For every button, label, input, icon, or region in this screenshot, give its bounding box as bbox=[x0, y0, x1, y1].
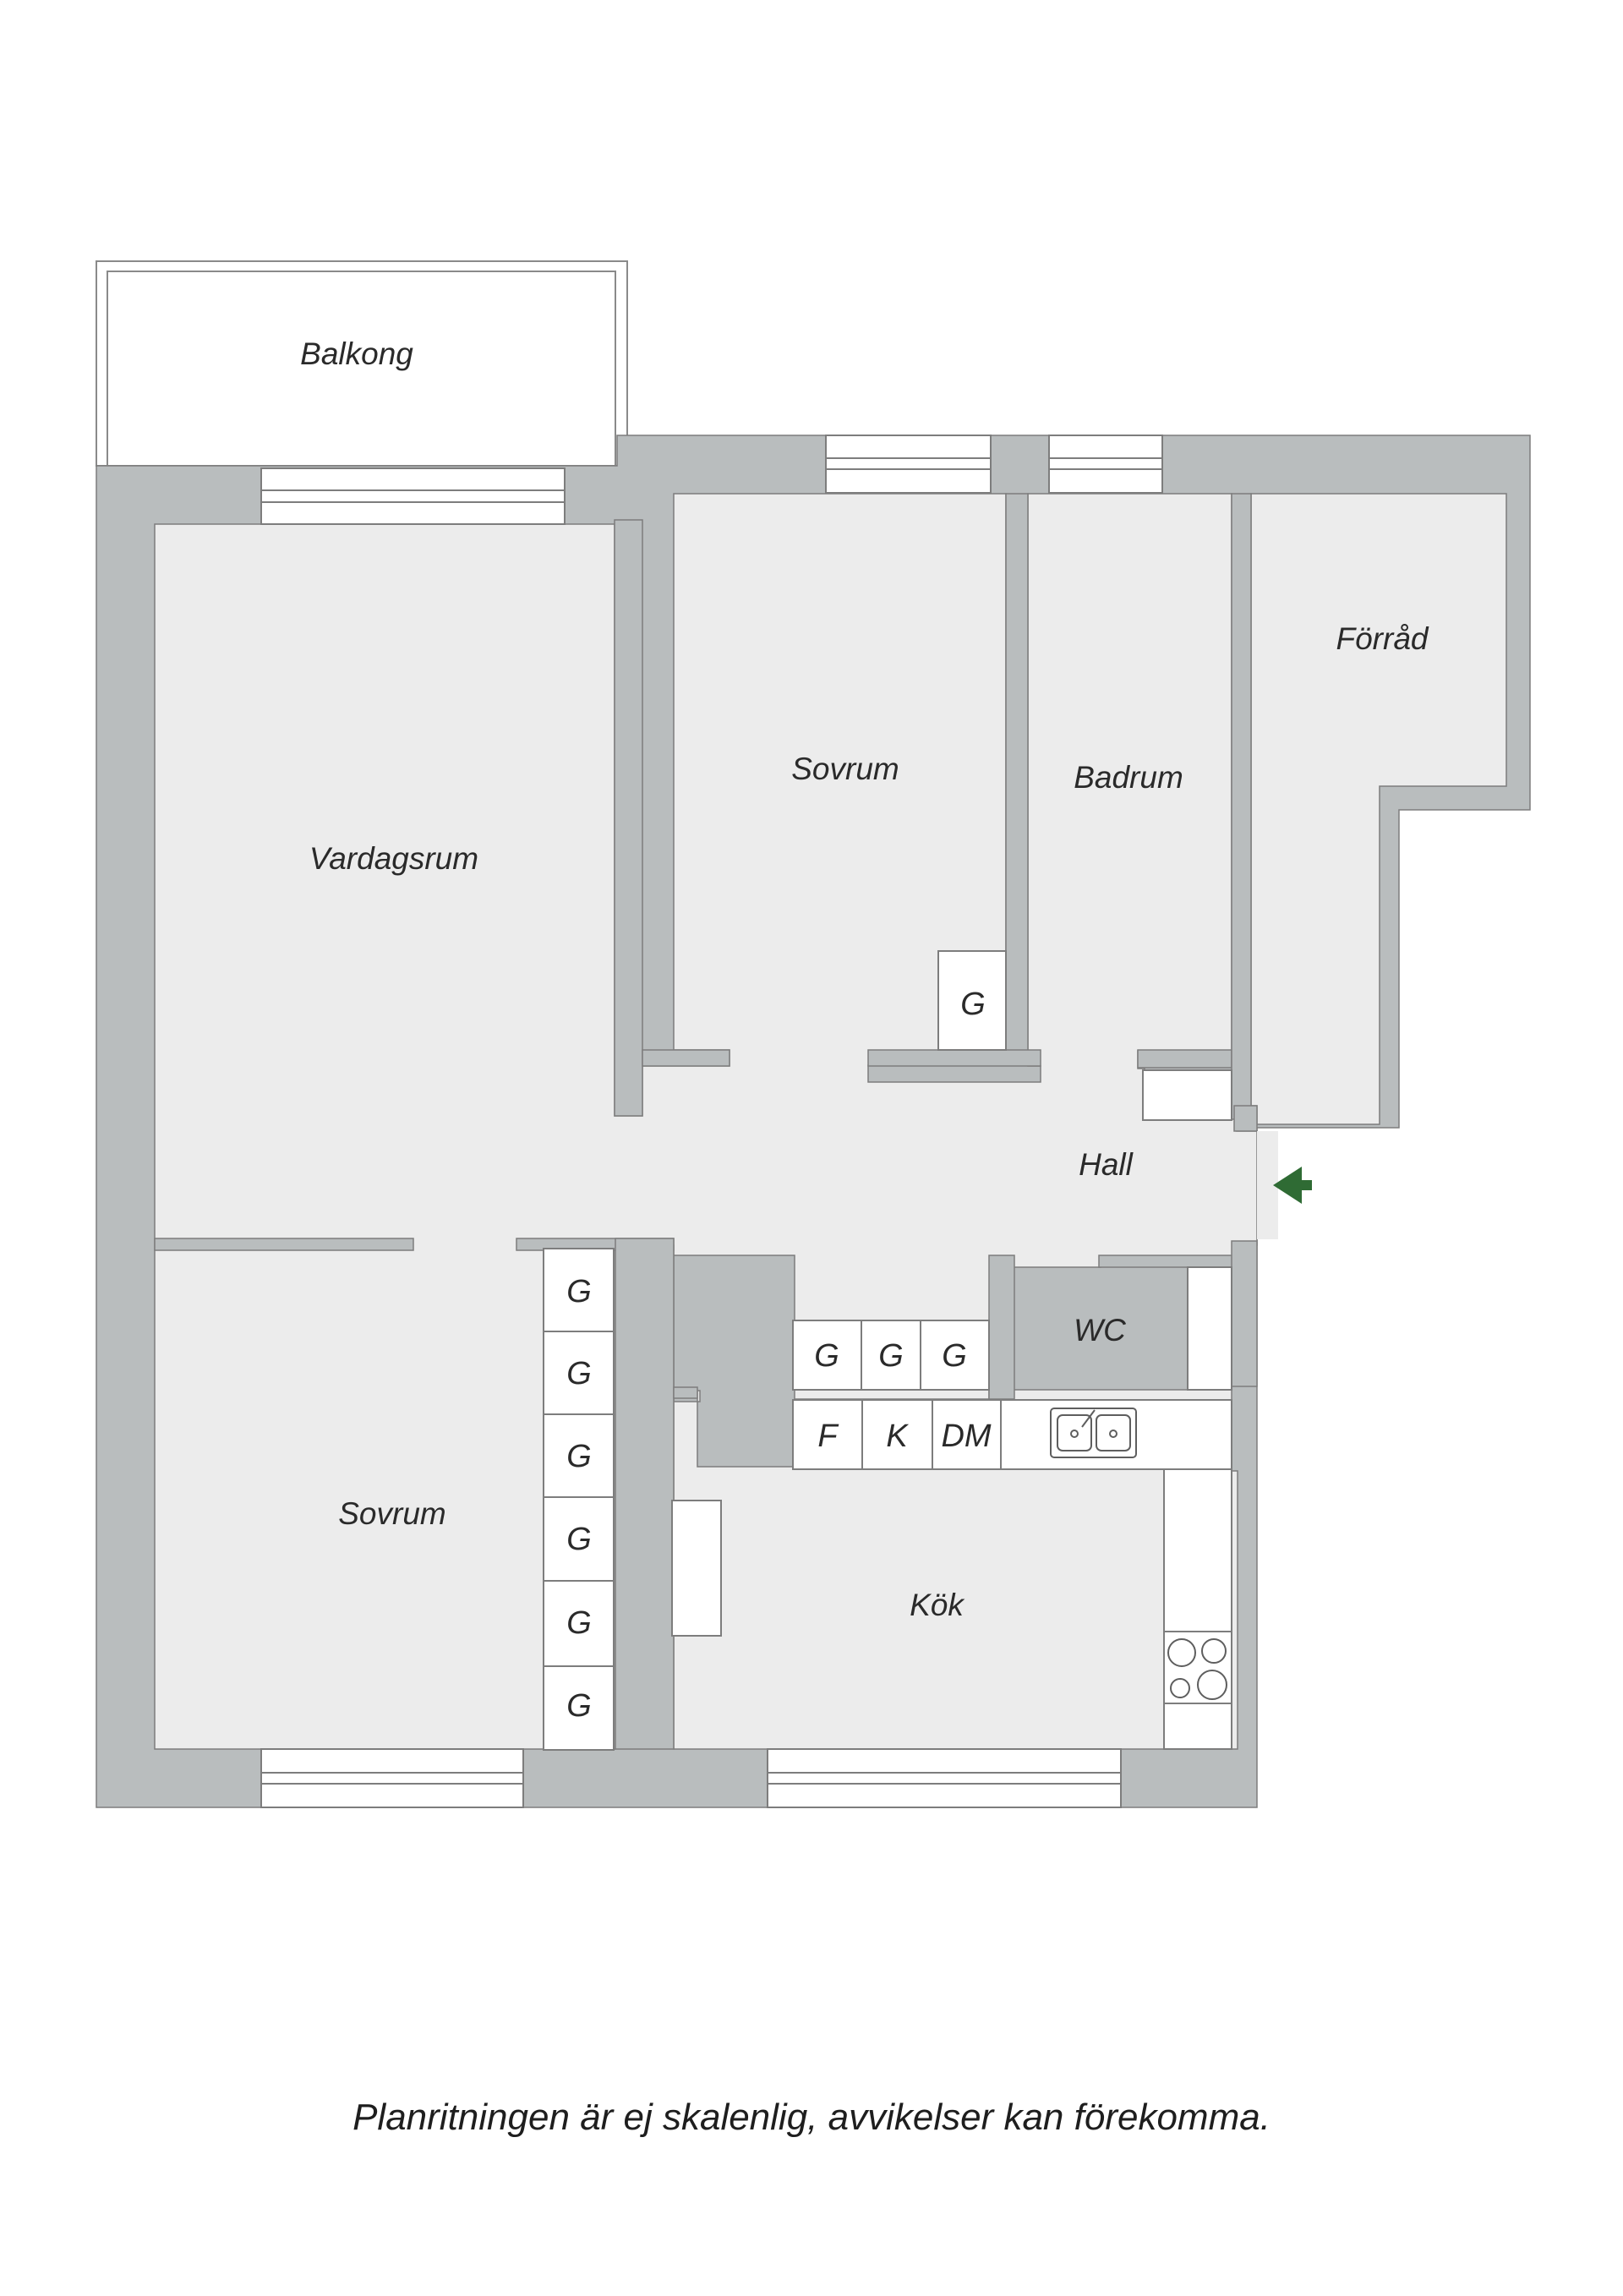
window bbox=[260, 1748, 524, 1808]
freezer-label: K bbox=[886, 1419, 909, 1454]
floors bbox=[154, 493, 1507, 1750]
sink-icon bbox=[1050, 1408, 1137, 1458]
interior-walls bbox=[154, 493, 1258, 1750]
disclaimer-text: Planritningen är ej skalenlig, avvikelse… bbox=[352, 2096, 1271, 2138]
label-kok: Kök bbox=[910, 1588, 965, 1622]
closet-label: G bbox=[566, 1356, 592, 1391]
label-hall: Hall bbox=[1079, 1147, 1134, 1182]
window bbox=[825, 435, 992, 494]
fixtures bbox=[543, 950, 1232, 1751]
fridge-label: F bbox=[817, 1419, 839, 1454]
entrance-arrow-icon bbox=[1273, 1167, 1312, 1204]
dishwasher-label: DM bbox=[941, 1419, 991, 1454]
window bbox=[767, 1748, 1122, 1808]
label-badrum: Badrum bbox=[1074, 760, 1183, 795]
closet-label: G bbox=[566, 1522, 592, 1557]
windows bbox=[260, 435, 1163, 1808]
label-forrad: Förråd bbox=[1336, 621, 1429, 656]
stove-icon bbox=[1167, 1638, 1227, 1700]
label-sovrum-bottom: Sovrum bbox=[338, 1496, 445, 1531]
balcony bbox=[96, 260, 628, 467]
closet-label: G bbox=[566, 1274, 592, 1309]
closet-label: G bbox=[878, 1338, 904, 1374]
window bbox=[1048, 435, 1163, 494]
label-balkong: Balkong bbox=[300, 336, 413, 371]
label-vardagsrum: Vardagsrum bbox=[309, 841, 478, 876]
closet-label: G bbox=[960, 987, 986, 1022]
label-wc: WC bbox=[1074, 1313, 1126, 1348]
closet-label: G bbox=[566, 1439, 592, 1474]
closet-label: G bbox=[942, 1338, 967, 1374]
label-sovrum-top: Sovrum bbox=[791, 752, 899, 786]
window bbox=[260, 467, 566, 525]
closet-label: G bbox=[566, 1605, 592, 1641]
closet-label: G bbox=[814, 1338, 839, 1374]
closet-label: G bbox=[566, 1688, 592, 1724]
